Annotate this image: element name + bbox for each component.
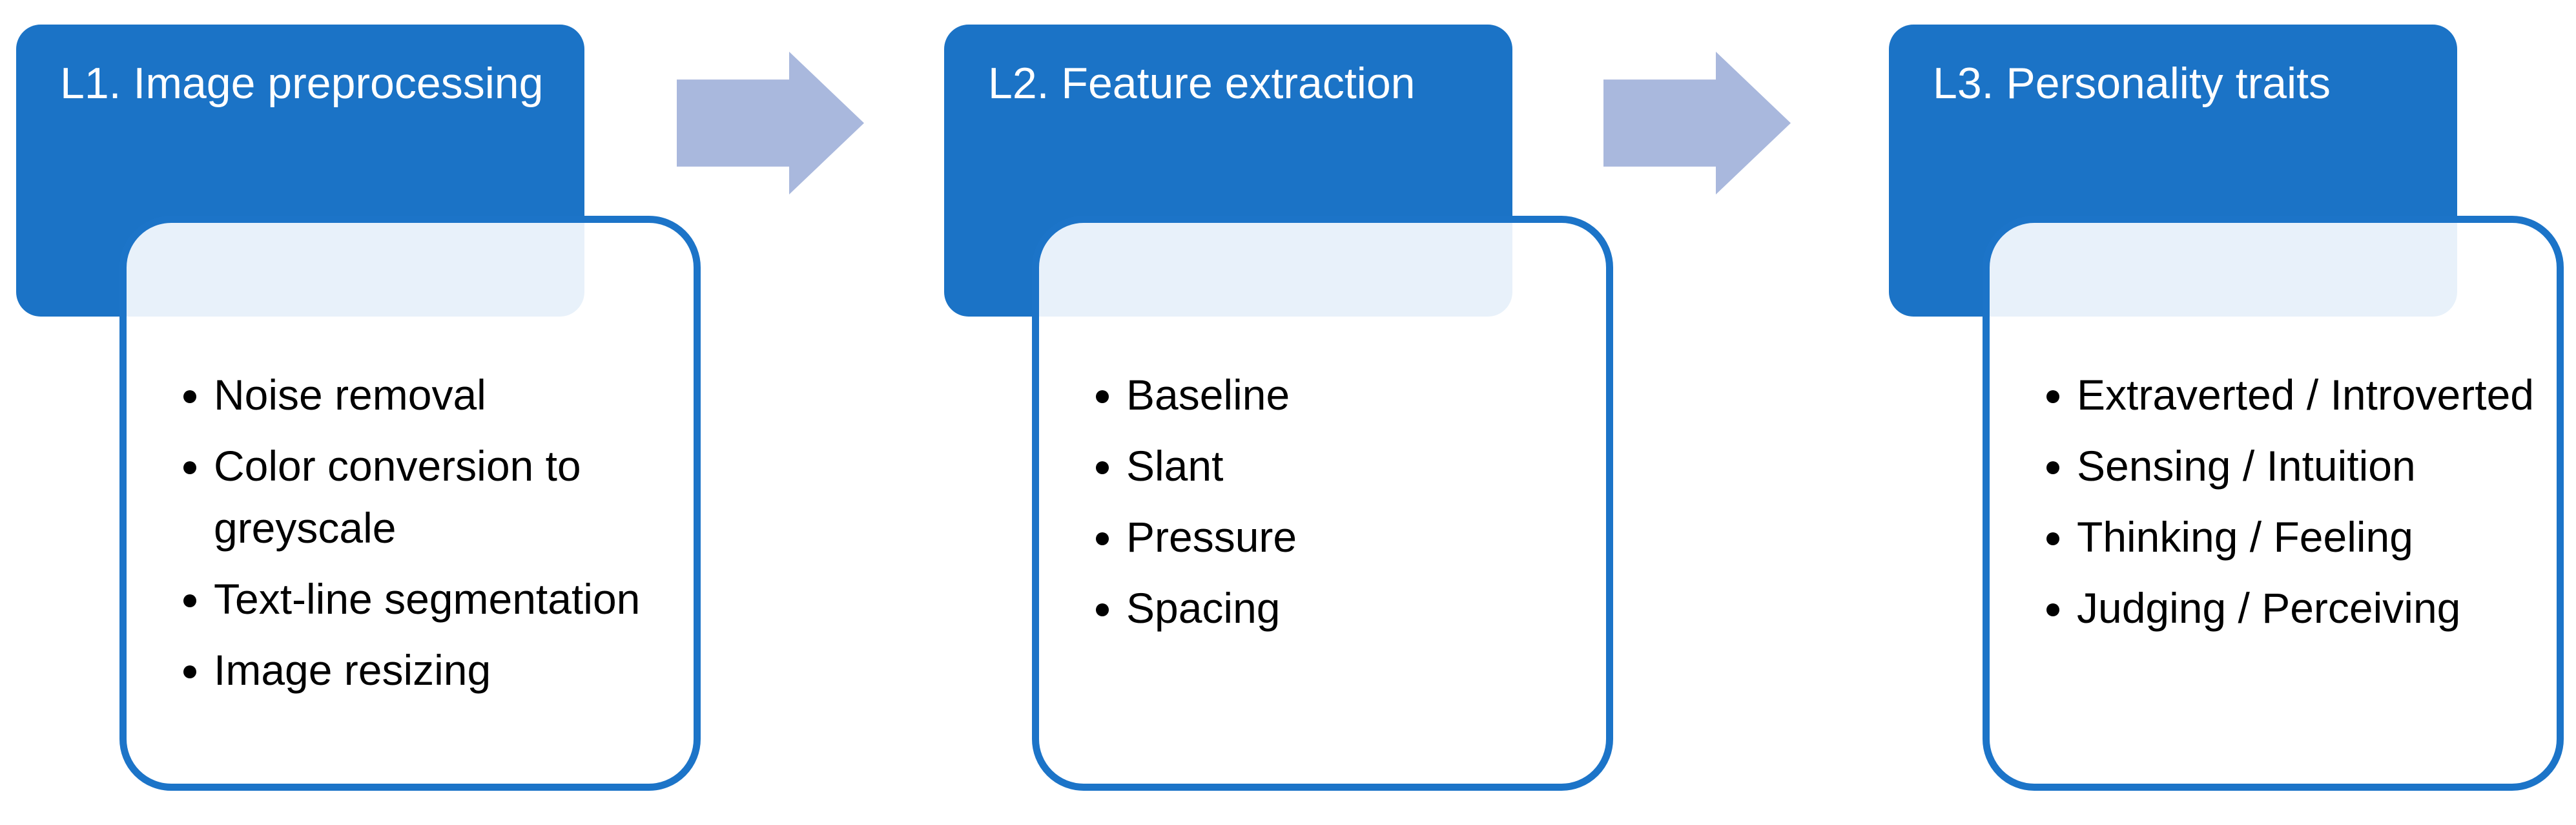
arrow-right-icon [677, 52, 864, 194]
bullet-item: Baseline [1126, 364, 1594, 426]
bullet-list-l1: Noise removalColor conversion to greysca… [127, 364, 682, 701]
bullet-list-l2: BaselineSlantPressureSpacing [1039, 364, 1594, 639]
bullet-list-l3: Extraverted / IntrovertedSensing / Intui… [1990, 364, 2545, 639]
bullet-item: Pressure [1126, 506, 1594, 568]
bullet-item: Sensing / Intuition [2077, 435, 2545, 497]
bullet-item: Spacing [1126, 577, 1594, 639]
content-card-l2: BaselineSlantPressureSpacing [1032, 216, 1613, 791]
bullet-item: Text-line segmentation [214, 568, 682, 630]
step-title-l3: L3. Personality traits [1933, 59, 2331, 108]
bullet-item: Color conversion to greyscale [214, 435, 682, 559]
content-card-l3: Extraverted / IntrovertedSensing / Intui… [1983, 216, 2564, 791]
bullet-item: Thinking / Feeling [2077, 506, 2545, 568]
bullet-item: Noise removal [214, 364, 682, 426]
step-title-l1: L1. Image preprocessing [60, 59, 544, 108]
bullet-item: Extraverted / Introverted [2077, 364, 2545, 426]
bullet-item: Image resizing [214, 639, 682, 701]
step-title-l2: L2. Feature extraction [988, 59, 1416, 108]
bullet-item: Slant [1126, 435, 1594, 497]
content-card-l1: Noise removalColor conversion to greysca… [119, 216, 701, 791]
arrow-right-icon [1603, 52, 1791, 194]
bullet-item: Judging / Perceiving [2077, 577, 2545, 639]
